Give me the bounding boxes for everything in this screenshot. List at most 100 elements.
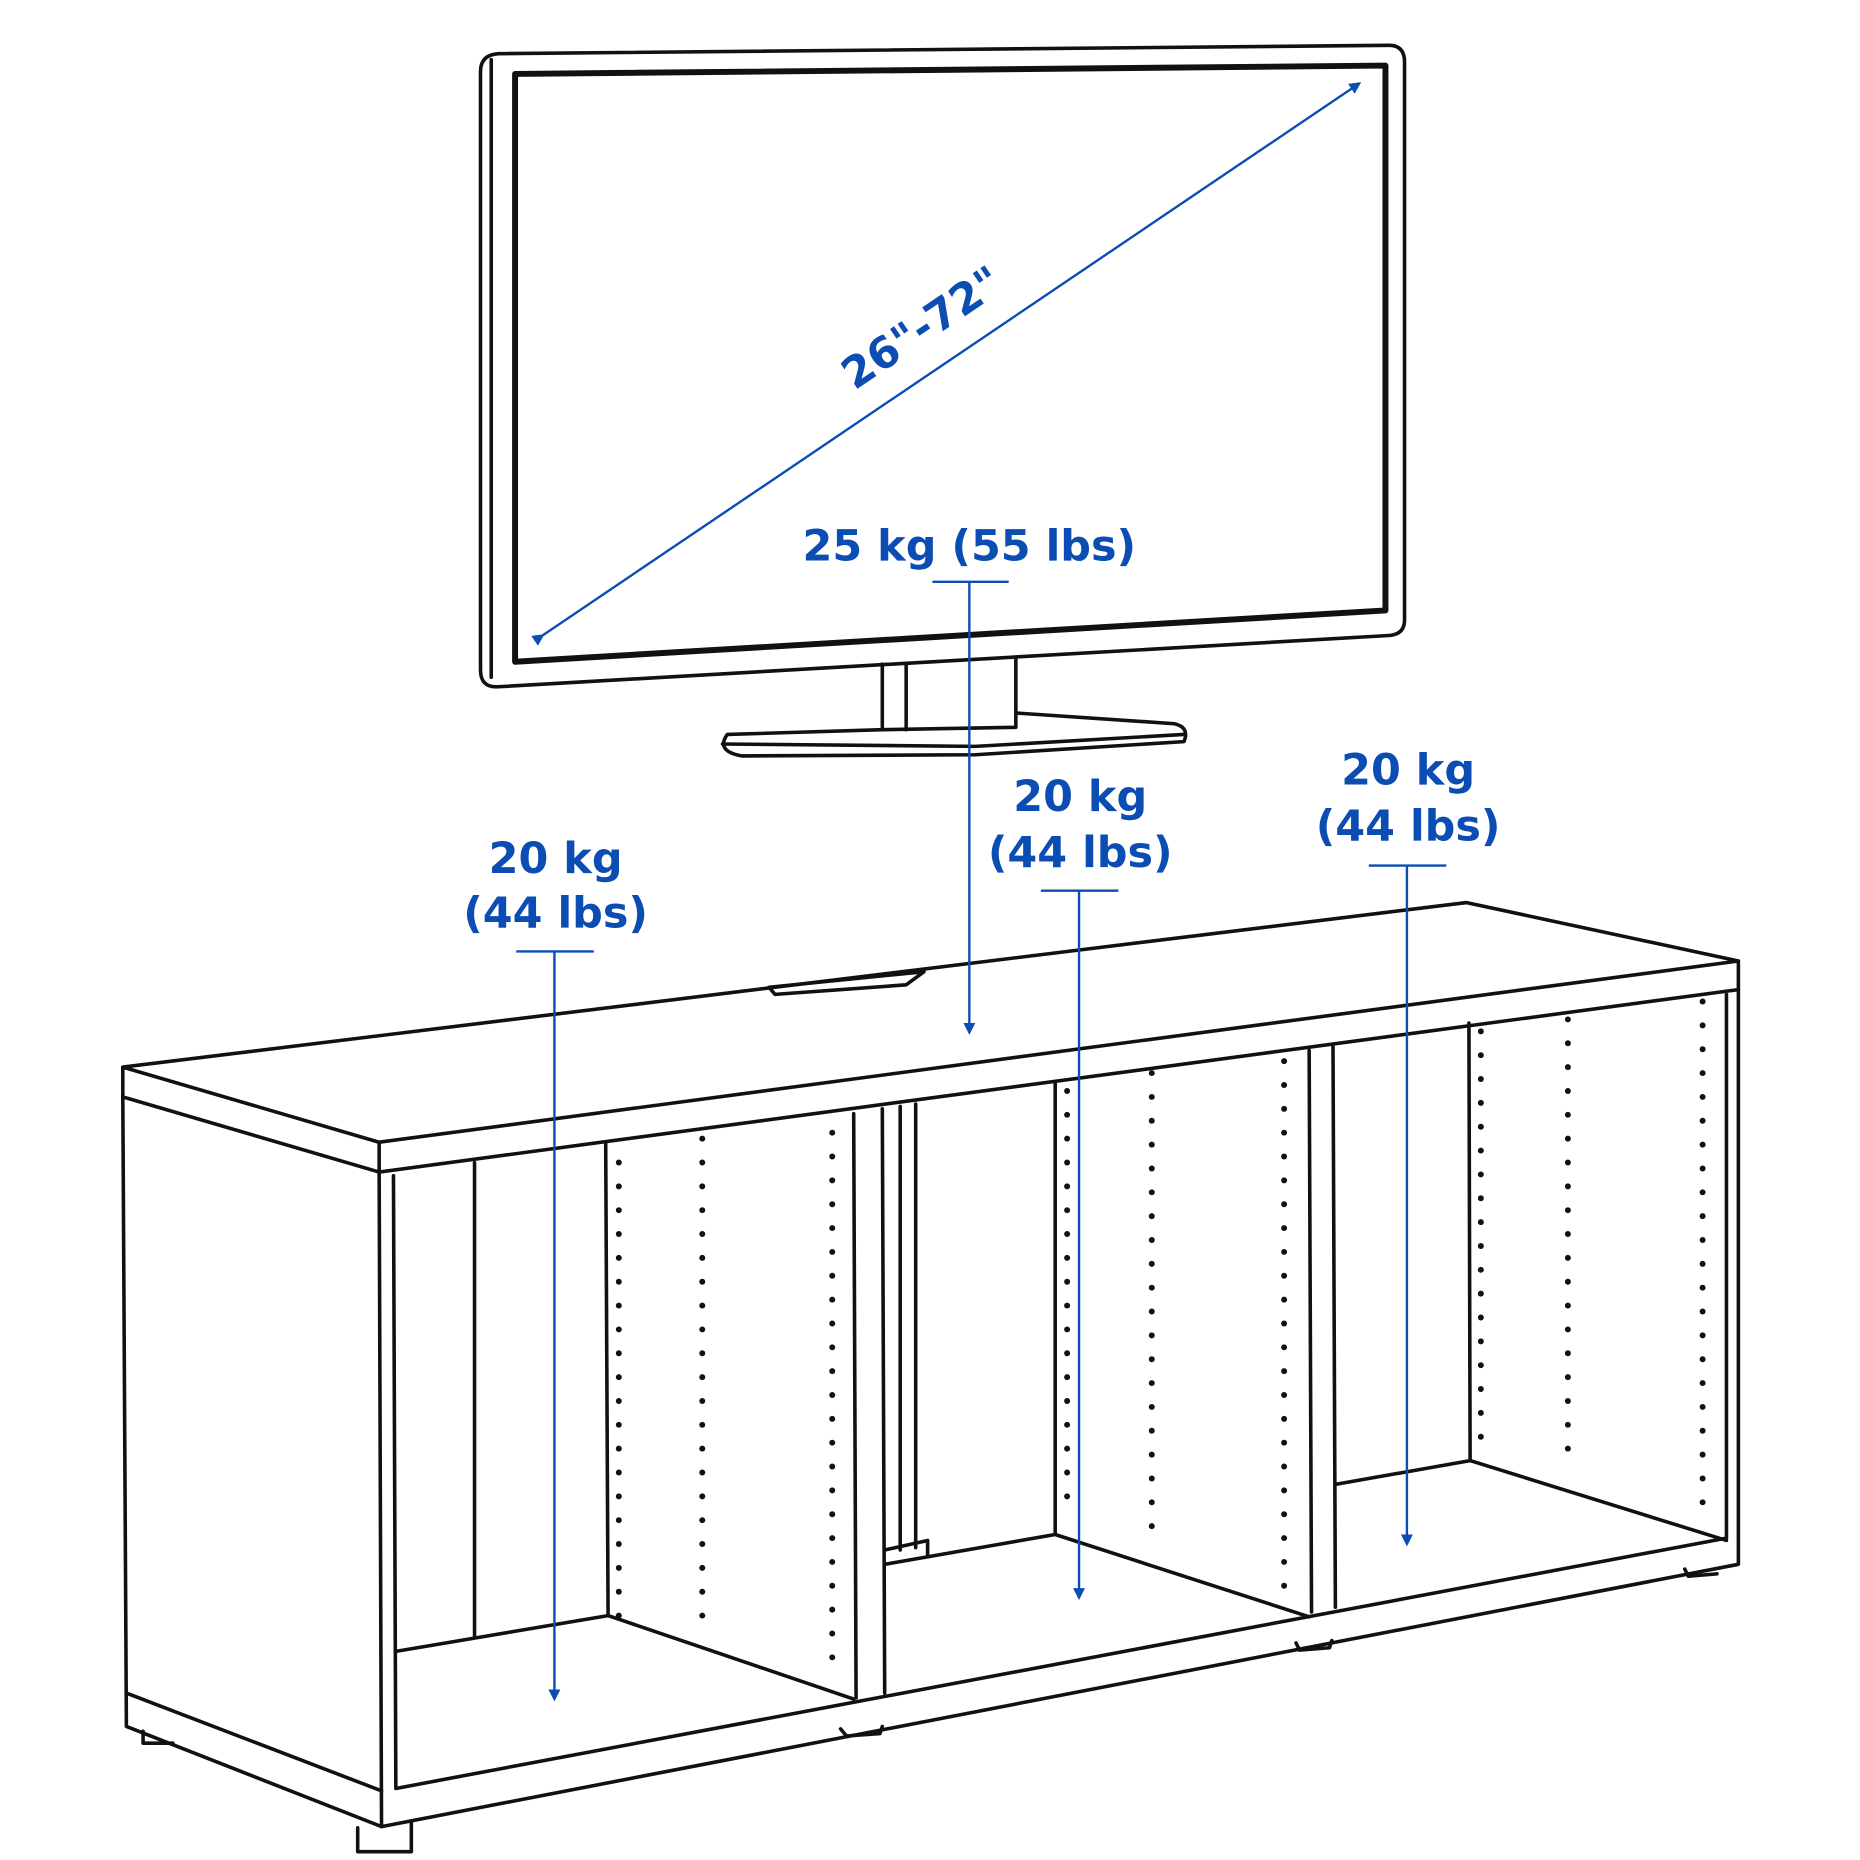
shelf-pin-hole [1564,1111,1571,1118]
shelf-pin-hole [1281,1201,1288,1208]
shelf-pin-hole [1281,1058,1288,1065]
shelf-pin-hole [1564,1159,1571,1166]
shelf-pin-hole [1564,1231,1571,1238]
shelf-pin-hole [615,1612,622,1619]
shelf-pin-hole [1281,1582,1288,1589]
shelf-pin-hole [829,1248,836,1255]
shelf-pin-hole [1699,1093,1706,1100]
shelf-pin-hole [1281,1392,1288,1398]
shelf-pin-hole [615,1159,622,1166]
shelf-pin-hole [829,1511,836,1518]
shelf-pin-hole [1477,1219,1484,1226]
shelf-pin-hole [1064,1493,1071,1500]
shelf-pin-hole [829,1654,836,1661]
tv-illustration [478,43,1407,758]
shelf-pin-hole [1699,1070,1706,1077]
shelf-pin-hole [829,1535,836,1542]
shelf-pin-hole [615,1445,622,1452]
tv-load-label: 25 kg (55 lbs) [803,521,1137,571]
shelf-pin-hole [1699,1427,1706,1434]
shelf-pin-hole [829,1368,836,1375]
shelf-pin-hole [699,1135,706,1142]
shelf-pin-hole [1064,1254,1071,1261]
load-kg-label: 20 kg [1013,772,1147,822]
shelf-pin-hole [829,1606,836,1613]
load-kg-label: 20 kg [1341,746,1475,796]
shelf-pin-hole [1281,1105,1288,1112]
shelf-pin-hole [1564,1087,1571,1094]
shelf-pin-hole [1564,1445,1571,1452]
load-lbs-label: (44 lbs) [463,889,648,939]
tv-bench-illustration [121,900,1741,1854]
shelf-pin-hole [829,1582,836,1589]
shelf-pin-hole [1477,1099,1484,1106]
shelf-pin-hole [1148,1070,1155,1077]
shelf-pin-hole [1064,1374,1071,1381]
shelf-pin-hole [1699,1308,1706,1315]
shelf-pin-hole [1281,1368,1288,1375]
shelf-pin-hole [829,1463,836,1470]
shelf-pin-hole [1699,1475,1706,1482]
shelf-pin-hole [1281,1248,1288,1255]
shelf-pin-hole [699,1374,706,1381]
tv-load-annotation: 25 kg (55 lbs) [803,521,1137,1035]
shelf-pin-hole [1064,1183,1071,1190]
shelf-pin-hole [1148,1141,1155,1148]
shelf-pin-hole [615,1254,622,1261]
shelf-pin-hole [829,1630,836,1637]
shelf-pin-hole [1148,1093,1155,1100]
shelf-pin-hole [699,1207,706,1214]
shelf-pin-hole [1564,1254,1571,1261]
shelf-pin-hole [699,1350,706,1357]
shelf-pin-hole [829,1439,836,1446]
shelf-pin-hole [829,1487,836,1494]
shelf-pin-hole [1564,1421,1571,1428]
shelf-pin-hole [615,1517,622,1524]
shelf-pin-hole [1699,1117,1706,1124]
shelf-pin-hole [829,1296,836,1303]
shelf-pin-hole [699,1612,706,1619]
shelf-pin-hole [1148,1475,1155,1482]
shelf-pin-hole [1281,1558,1288,1565]
shelf-pin-hole [699,1588,706,1595]
shelf-pin-hole [1564,1326,1571,1333]
shelf-pin-hole [1281,1082,1288,1088]
compartment-load-right: 20 kg (44 lbs) [1316,746,1501,1547]
shelf-pin-hole [1148,1165,1155,1172]
shelf-pin-hole [699,1517,706,1524]
shelf-pin-hole [1477,1052,1484,1059]
shelf-pin-hole [1699,998,1706,1005]
shelf-pin-hole [1477,1195,1484,1202]
shelf-pin-hole [1281,1296,1288,1303]
shelf-pin-hole [1477,1362,1484,1369]
shelf-pin-hole [1148,1403,1155,1410]
shelf-pin-hole [1477,1076,1484,1083]
shelf-pin-hole [1477,1171,1484,1178]
shelf-pin-hole [1281,1344,1288,1351]
shelf-pin-hole [699,1541,706,1548]
shelf-pin-hole [699,1397,706,1404]
shelf-pin-hole [699,1493,706,1500]
shelf-pin-hole [1148,1237,1155,1243]
shelf-pin-hole [1281,1511,1288,1518]
shelf-pin-hole [1699,1189,1706,1196]
shelf-pin-hole [829,1415,836,1422]
shelf-pin-hole [1477,1028,1484,1035]
shelf-pin-hole [699,1469,706,1476]
shelf-pin-hole [1699,1499,1706,1506]
diagonal-arrow [531,82,1362,646]
shelf-pin-hole [615,1469,622,1476]
shelf-pin-hole [1064,1207,1071,1214]
shelf-pin-hole [1699,1260,1706,1267]
shelf-pin-hole [1064,1326,1071,1333]
shelf-pin-hole [1281,1129,1288,1136]
shelf-pin-hole [1064,1445,1071,1452]
shelf-pin-hole [699,1159,706,1166]
shelf-pin-hole [1281,1439,1288,1446]
shelf-pin-hole [1477,1147,1484,1154]
shelf-pin-hole [1564,1207,1571,1214]
shelf-pin-hole [615,1493,622,1500]
shelf-pin-hole [1064,1159,1071,1166]
shelf-pin-hole [1064,1397,1071,1404]
shelf-pin-hole [1064,1231,1071,1238]
